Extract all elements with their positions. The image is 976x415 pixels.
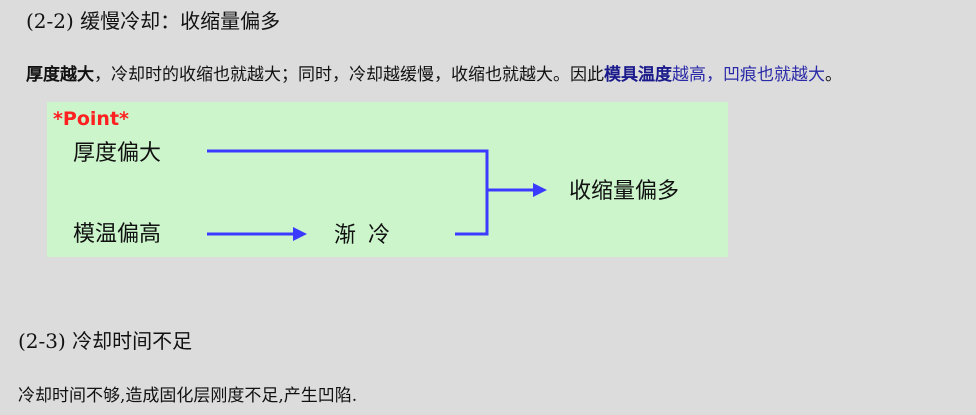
section-paragraph-insufficient-cooling: 冷却时间不够,造成固化层刚度不足,产生凹陷. <box>18 386 358 406</box>
emphasis-thickness: 厚度越大 <box>26 65 94 85</box>
emphasis-dent-larger: 越高，凹痕也就越大 <box>672 65 825 85</box>
paragraph-text: ，冷却时的收缩也就越大；同时，冷却越缓慢，收缩也就越大。因此 <box>94 65 604 85</box>
point-label: *Point* <box>53 108 129 130</box>
diagram-arrows <box>207 149 547 241</box>
section-heading-slow-cooling: (2-2) 缓慢冷却：收缩量偏多 <box>26 9 281 33</box>
section-heading-insufficient-cooling: (2-3) 冷却时间不足 <box>18 329 193 353</box>
emphasis-mold-temperature: 模具温度 <box>604 65 672 85</box>
slow-cooling-label: 渐冷 <box>334 223 403 248</box>
paragraph-end: 。 <box>825 65 842 85</box>
mold-temp-arrowhead <box>293 227 307 241</box>
cause-thickness-label: 厚度偏大 <box>73 141 162 166</box>
cause-diagram: *Point* 厚度偏大 模温偏高 渐冷 收缩量偏多 <box>47 102 728 257</box>
result-shrinkage-label: 收缩量偏多 <box>569 179 680 204</box>
cause-mold-temp-label: 模温偏高 <box>73 222 162 247</box>
thickness-connector-line <box>207 149 489 236</box>
section-paragraph-slow-cooling: 厚度越大，冷却时的收缩也就越大；同时，冷却越缓慢，收缩也就越大。因此模具温度越高… <box>26 63 842 87</box>
result-arrowhead <box>533 183 547 197</box>
